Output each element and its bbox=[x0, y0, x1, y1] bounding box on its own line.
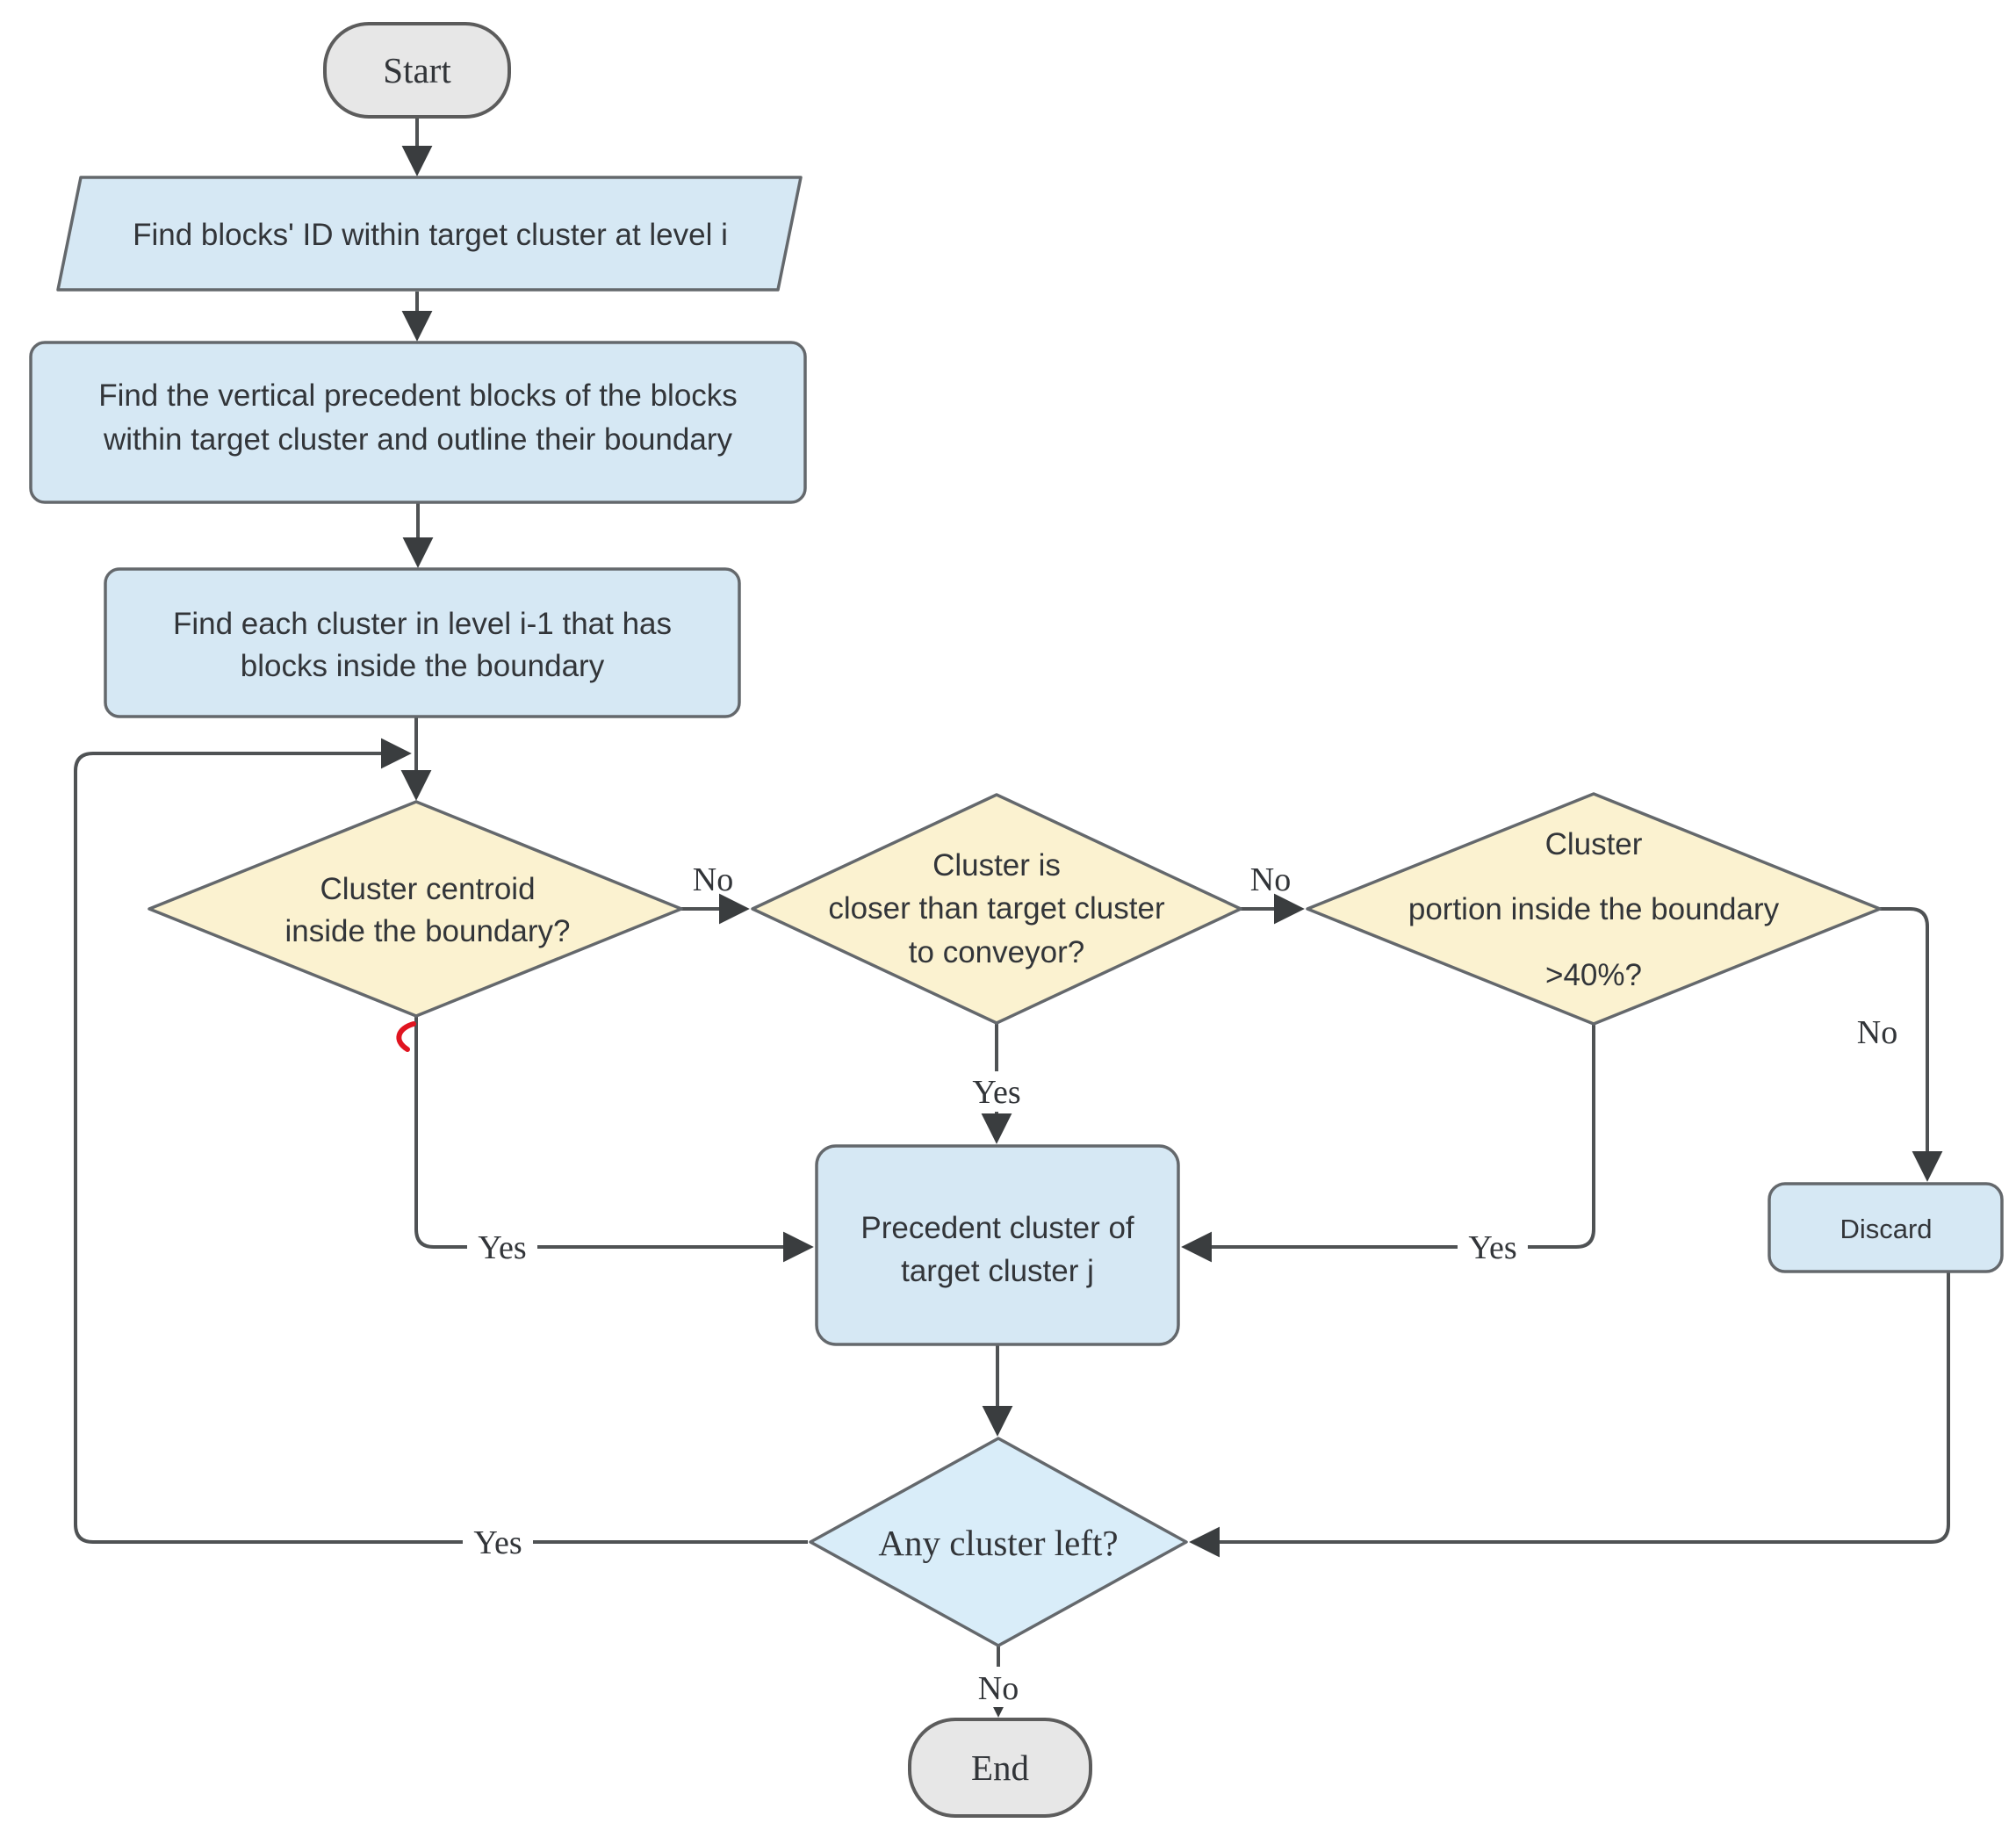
portion-inside-shape bbox=[1306, 792, 1882, 1026]
node-discard: Discard bbox=[1768, 1182, 2004, 1273]
precedent-cluster-line2: target cluster j bbox=[901, 1254, 1094, 1288]
end-label: End bbox=[971, 1747, 1029, 1788]
label-bg bbox=[1458, 1228, 1528, 1266]
portion-inside-line1: Cluster bbox=[1545, 827, 1643, 861]
find-vertical-precedent-line1: Find the vertical precedent blocks of th… bbox=[98, 378, 738, 413]
edge-portion-yes bbox=[1181, 1024, 1595, 1263]
label-bg bbox=[463, 1523, 533, 1561]
find-each-cluster-line2: blocks inside the boundary bbox=[241, 649, 605, 683]
label-portion-yes: Yes bbox=[1468, 1229, 1516, 1266]
any-cluster-left-shape bbox=[809, 1437, 1188, 1647]
centroid-inside-line1: Cluster centroid bbox=[320, 872, 535, 906]
find-vertical-precedent-shape bbox=[29, 341, 807, 504]
precedent-cluster-shape bbox=[815, 1144, 1180, 1346]
closer-than-target-shape bbox=[751, 793, 1242, 1025]
any-cluster-left-label: Any cluster left? bbox=[878, 1523, 1118, 1563]
node-portion-inside: Cluster portion inside the boundary >40%… bbox=[1306, 792, 1882, 1026]
node-closer-than-target: Cluster is closer than target cluster to… bbox=[751, 793, 1242, 1025]
node-find-each-cluster: Find each cluster in level i-1 that has … bbox=[104, 567, 741, 718]
node-end: End bbox=[908, 1718, 1092, 1818]
node-start: Start bbox=[323, 22, 511, 119]
node-find-blocks-id: Find blocks' ID within target cluster at… bbox=[56, 176, 803, 292]
node-centroid-inside: Cluster centroid inside the boundary? bbox=[148, 800, 683, 1018]
edge-discard-to-anycluster bbox=[1189, 1272, 1950, 1558]
portion-inside-line2: portion inside the boundary bbox=[1408, 892, 1780, 926]
label-centroid-no: No bbox=[693, 861, 733, 898]
edge-labels: No Yes No Yes No Yes Yes No bbox=[463, 861, 1897, 1707]
edge-anycluster-yes-loop bbox=[74, 738, 808, 1544]
label-closer-yes: Yes bbox=[972, 1074, 1020, 1111]
find-each-cluster-shape bbox=[104, 567, 741, 718]
find-each-cluster-line1: Find each cluster in level i-1 that has bbox=[173, 607, 672, 641]
start-label: Start bbox=[383, 50, 451, 90]
label-anycluster-yes: Yes bbox=[473, 1524, 522, 1561]
edge-portion-no bbox=[1880, 907, 1943, 1182]
start-shape bbox=[323, 22, 511, 119]
closer-than-target-line3: to conveyor? bbox=[909, 935, 1084, 969]
centroid-inside-shape bbox=[148, 800, 683, 1018]
closer-than-target-line2: closer than target cluster bbox=[828, 891, 1165, 926]
label-portion-no: No bbox=[1857, 1014, 1897, 1051]
precedent-cluster-line1: Precedent cluster of bbox=[860, 1211, 1134, 1245]
label-bg bbox=[467, 1228, 537, 1266]
portion-inside-line3: >40%? bbox=[1545, 958, 1642, 992]
find-blocks-id-shape bbox=[56, 176, 803, 292]
discard-shape bbox=[1768, 1182, 2004, 1273]
node-find-vertical-precedent: Find the vertical precedent blocks of th… bbox=[29, 341, 807, 504]
red-pen-annotation bbox=[396, 1021, 416, 1052]
edge-centroid-yes bbox=[414, 1016, 814, 1263]
label-bg bbox=[963, 1667, 1033, 1707]
label-closer-no: No bbox=[1250, 861, 1291, 898]
node-any-cluster-left: Any cluster left? bbox=[809, 1437, 1188, 1647]
centroid-inside-line2: inside the boundary? bbox=[285, 914, 571, 948]
label-anycluster-no: No bbox=[978, 1670, 1019, 1707]
find-blocks-id-label: Find blocks' ID within target cluster at… bbox=[133, 218, 728, 252]
find-vertical-precedent-line2: within target cluster and outline their … bbox=[103, 422, 732, 457]
node-precedent-cluster: Precedent cluster of target cluster j bbox=[815, 1144, 1180, 1346]
end-shape bbox=[908, 1718, 1092, 1818]
label-centroid-yes: Yes bbox=[478, 1229, 526, 1266]
discard-label: Discard bbox=[1840, 1214, 1932, 1244]
closer-than-target-line1: Cluster is bbox=[932, 848, 1061, 883]
label-bg bbox=[961, 1071, 1032, 1112]
